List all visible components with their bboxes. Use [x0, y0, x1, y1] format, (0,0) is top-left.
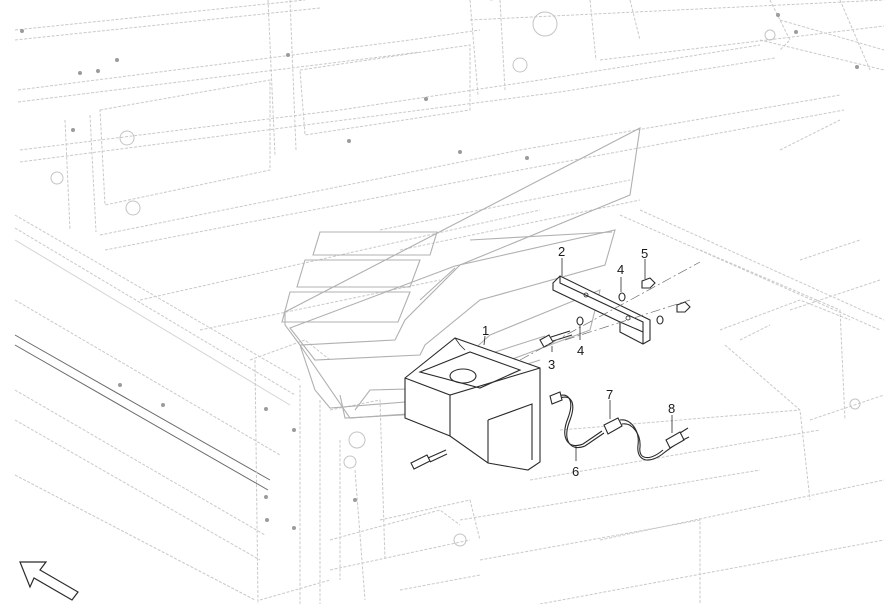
- part-2-bracket: [552, 275, 651, 345]
- part-1-housing: [404, 337, 541, 471]
- callout-labels: 1 2 3 4 4 5 6 7 8: [482, 244, 675, 479]
- callout-3: 3: [548, 357, 555, 372]
- leader-lines: [483, 258, 673, 461]
- callout-7: 7: [606, 387, 613, 402]
- assembly-axis-line-2: [564, 299, 691, 341]
- callout-1: 1: [482, 323, 489, 338]
- callout-2: 2: [558, 244, 565, 259]
- part-5-nut-a: [641, 277, 656, 289]
- part-4-washer-a: [576, 316, 584, 326]
- direction-arrow-icon: [19, 561, 79, 601]
- parts-group: [404, 261, 701, 471]
- callout-4-upper: 4: [617, 262, 624, 277]
- part-6-7-8-cable: [549, 391, 690, 461]
- assembly-axis-line: [519, 261, 701, 361]
- part-5-nut-b: [676, 301, 691, 313]
- background-frame: [14, 0, 884, 604]
- callout-6: 6: [572, 464, 579, 479]
- callout-4-lower: 4: [577, 343, 584, 358]
- bolt-left: [410, 449, 448, 470]
- callout-5: 5: [641, 246, 648, 261]
- part-4-washer-c: [656, 315, 664, 325]
- part-4-washer-b: [618, 292, 626, 302]
- callout-8: 8: [668, 401, 675, 416]
